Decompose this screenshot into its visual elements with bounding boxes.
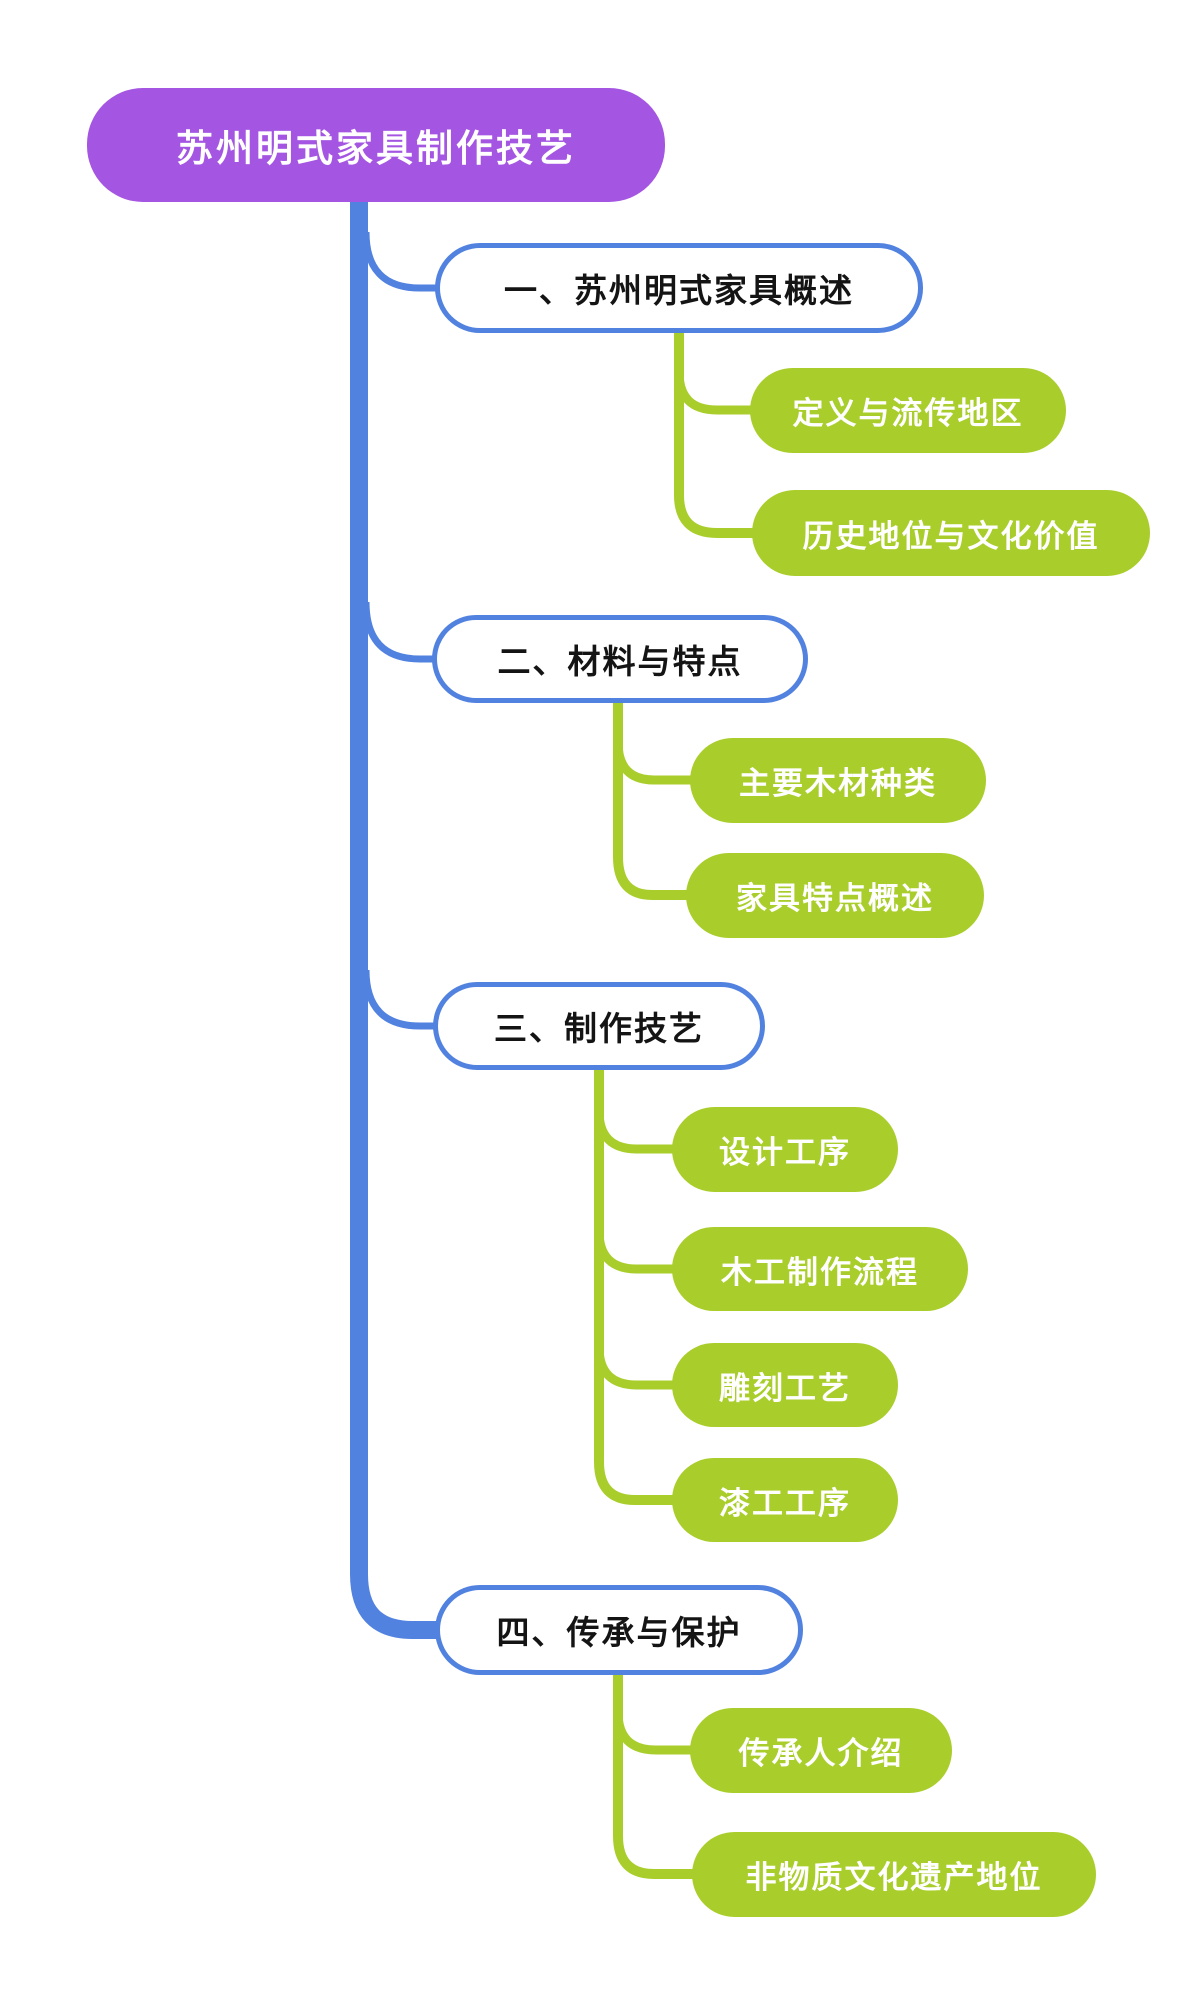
child-1-1-connector (674, 371, 752, 415)
branch-3-connector (362, 969, 435, 1030)
child-node-3-2[interactable]: 木工制作流程 (672, 1227, 968, 1311)
child-3-1-connector (594, 1110, 674, 1154)
child-node-1-1[interactable]: 定义与流传地区 (750, 368, 1066, 453)
branch-node-1[interactable]: 一、苏州明式家具概述 (435, 243, 923, 333)
trunk-connector (350, 196, 437, 1639)
branch-4-child-trunk (613, 1671, 694, 1879)
child-node-3-3[interactable]: 雕刻工艺 (672, 1343, 898, 1427)
child-2-1-connector (613, 741, 692, 785)
branch-1-child-trunk (674, 328, 754, 538)
branch-2-connector (362, 601, 434, 663)
child-node-4-1[interactable]: 传承人介绍 (690, 1708, 952, 1793)
branch-1-connector (362, 231, 437, 292)
child-node-3-1[interactable]: 设计工序 (672, 1107, 898, 1192)
child-3-2-connector (594, 1230, 674, 1274)
child-4-1-connector (613, 1711, 692, 1755)
child-3-3-connector (594, 1346, 674, 1390)
root-node[interactable]: 苏州明式家具制作技艺 (87, 88, 665, 202)
branch-node-3[interactable]: 三、制作技艺 (433, 982, 765, 1070)
branch-2-child-trunk (613, 698, 688, 900)
child-node-1-2[interactable]: 历史地位与文化价值 (752, 490, 1150, 576)
branch-3-child-trunk (594, 1066, 674, 1505)
child-node-4-2[interactable]: 非物质文化遗产地位 (692, 1832, 1096, 1917)
child-node-3-4[interactable]: 漆工工序 (672, 1458, 898, 1542)
child-node-2-1[interactable]: 主要木材种类 (690, 738, 986, 823)
branch-node-4[interactable]: 四、传承与保护 (435, 1585, 803, 1675)
branch-node-2[interactable]: 二、材料与特点 (432, 615, 808, 703)
child-node-2-2[interactable]: 家具特点概述 (686, 853, 984, 938)
